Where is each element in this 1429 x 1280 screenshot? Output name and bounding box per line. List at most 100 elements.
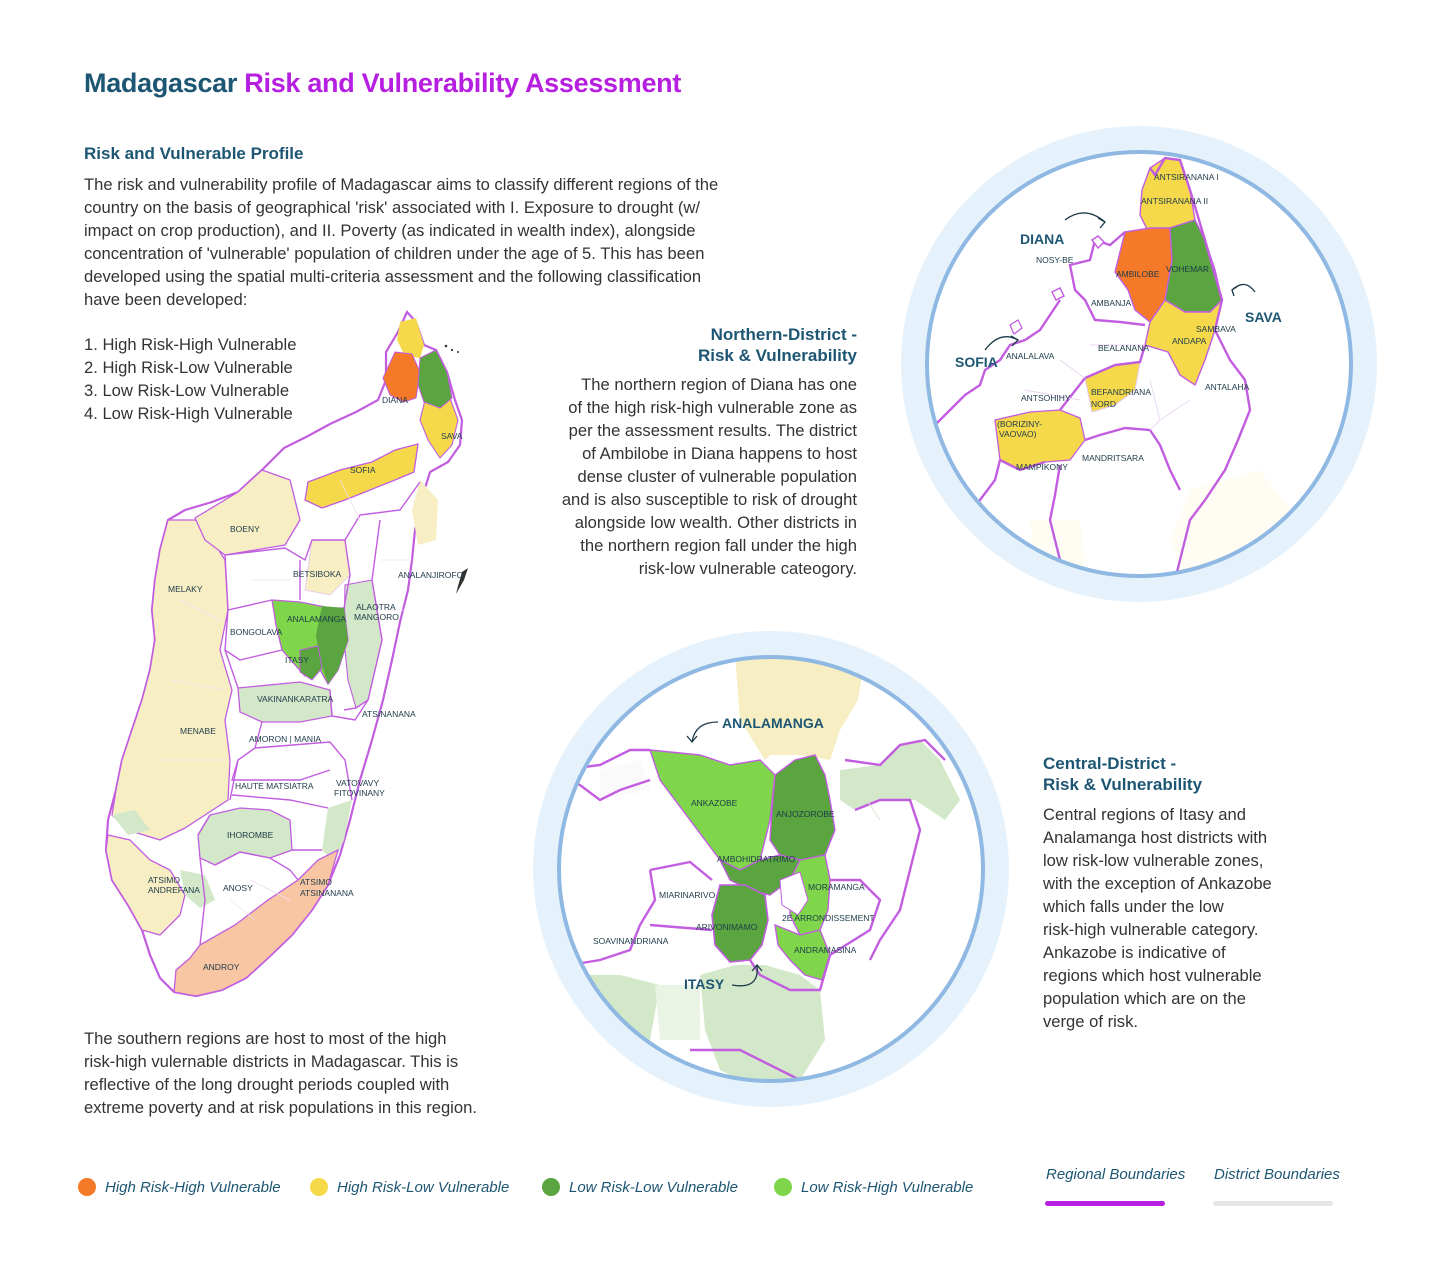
zone-pale-green-vakinankaratra (237, 681, 333, 723)
legend-district-label: District Boundaries (1214, 1166, 1340, 1183)
label-antsiranana-1: ANTSIRANANA I (1154, 172, 1219, 182)
label-mangoro: MANGORO (354, 612, 399, 622)
zone-pale-green-s-central (700, 965, 825, 1081)
southern-line: risk-high vulernable districts in Madaga… (84, 1052, 459, 1071)
northern-line: and is also susceptible to risk of droug… (561, 490, 857, 509)
northern-line: alongside low wealth. Other districts in (574, 513, 857, 532)
label-haute-matsiatra: HAUTE MATSIATRA (235, 781, 314, 791)
island-dot (444, 344, 448, 348)
zone-itasy (299, 645, 323, 681)
central-heading: Central-District - Risk & Vulnerability (1043, 753, 1202, 795)
northern-heading-line: Risk & Vulnerability (697, 346, 857, 365)
legend-regional-label: Regional Boundaries (1046, 1166, 1186, 1183)
list-item: 3. Low Risk-Low Vulnerable (84, 381, 290, 400)
profile-line: developed using the spatial multi-criter… (84, 267, 702, 286)
label-anjozorobe: ANJOZOROBE (776, 809, 835, 819)
southern-line: extreme poverty and at risk populations … (84, 1098, 477, 1117)
page-title: Madagascar Risk and Vulnerability Assess… (84, 68, 681, 99)
label-mandritsara: MANDRITSARA (1082, 453, 1144, 463)
label-androy: ANDROY (203, 962, 240, 972)
label-betsiboka: BETSIBOKA (293, 569, 342, 579)
zone-pale-green-southwest (180, 870, 215, 908)
northern-text: The northern region of Diana has one of … (500, 373, 857, 580)
label-andapa: ANDAPA (1172, 336, 1207, 346)
southern-line: The southern regions are host to most of… (84, 1029, 447, 1048)
profile-text: The risk and vulnerability profile of Ma… (84, 173, 824, 311)
label-antsohihy: ANTSOHIHY (1021, 393, 1071, 403)
legend-district-line (1213, 1201, 1333, 1206)
label-andramasina: ANDRAMASINA (794, 945, 857, 955)
central-district-boundaries (599, 759, 911, 1041)
list-item: 2. High Risk-Low Vulnerable (84, 358, 293, 377)
northern-line: per the assessment results. The district (568, 421, 857, 440)
label-diana: DIANA (382, 395, 408, 405)
profile-line: The risk and vulnerability profile of Ma… (84, 175, 719, 194)
northern-zoom-map: ANTSIRANANA I ANTSIRANANA II DIANA NOSY-… (901, 126, 1377, 602)
label-ambilobe: AMBILOBE (1116, 269, 1160, 279)
label-nosy-be: NOSY-BE (1036, 255, 1074, 265)
zone-pale-green-west (112, 810, 150, 835)
north-circle-border (925, 150, 1353, 578)
legend-regional-line (1045, 1201, 1165, 1206)
label-melaky: MELAKY (168, 584, 203, 594)
label-atsinanana: ATSINANANA (362, 709, 416, 719)
zone-ambilobe (382, 351, 421, 403)
label-mampikony: MAMPIKONY (1016, 462, 1068, 472)
label-bealanana: BEALANANA (1098, 343, 1149, 353)
central-arrows (686, 721, 763, 987)
label-moramanga: MORAMANGA (808, 882, 865, 892)
title-part-2: Risk and Vulnerability Assessment (244, 68, 682, 98)
profile-line: concentration of 'vulnerable' population… (84, 244, 705, 263)
label-itasy: ITASY (285, 655, 309, 665)
regional-boundaries (197, 481, 421, 946)
label-vakinankaratra: VAKINANKARATRA (257, 694, 334, 704)
central-line: which falls under the low (1043, 897, 1224, 916)
label-analanjirofo: ANALANJIROFO (398, 570, 464, 580)
central-zoom-map: ANALAMANGA ANKAZOBE ANJOZOROBE AMBOHIDRA… (533, 631, 1009, 1107)
label-befandriana: BEFANDRIANA (1091, 387, 1151, 397)
label-itasy-central: ITASY (684, 976, 725, 992)
southern-line: reflective of the long drought periods c… (84, 1075, 450, 1094)
label-amoron-mania: AMORON | MANIA (249, 734, 321, 744)
northern-line: of the high risk-high vulnerable zone as (568, 398, 857, 417)
zone-pale-yellow-boeny (194, 469, 301, 556)
label-vaovao: VAOVAO) (999, 429, 1037, 439)
label-ankazobe: ANKAZOBE (691, 798, 738, 808)
legend-dot-dark-green (542, 1178, 560, 1196)
label-bongolava: BONGOLAVA (230, 627, 282, 637)
label-fitovinany: FITOVINANY (334, 788, 385, 798)
zone-pale-yellow-east (412, 480, 438, 545)
central-circle-border (557, 655, 985, 1083)
zone-anjozorobe (769, 754, 836, 861)
zone-sava-north (1144, 297, 1224, 387)
label-ihorombe: IHOROMBE (227, 830, 274, 840)
legend-label: High Risk-High Vulnerable (105, 1178, 281, 1196)
label-antalaha: ANTALAHA (1205, 382, 1250, 392)
central-line: Ankazobe is indicative of (1043, 943, 1226, 962)
label-diana-north: DIANA (1020, 231, 1064, 247)
label-2e-arrondissement: 2E ARRONDISSEMENT (782, 913, 875, 923)
label-anosy: ANOSY (223, 883, 253, 893)
northern-line: dense cluster of vulnerable population (577, 467, 857, 486)
profile-heading: Risk and Vulnerable Profile (84, 144, 304, 163)
central-heading-line: Risk & Vulnerability (1043, 775, 1203, 794)
southern-text: The southern regions are host to most of… (84, 1027, 554, 1119)
label-boriziny: (BORIZINY- (997, 419, 1042, 429)
label-vohemar: VOHEMAR (1166, 264, 1209, 274)
central-line: Analamanga host districts with (1043, 828, 1268, 847)
zone-analamanga-dark (316, 606, 348, 684)
legend-low-high: Low Risk-High Vulnerable (774, 1176, 973, 1198)
island-dot (450, 348, 454, 352)
label-atsimo-andrefana-2: ANDREFANA (148, 885, 200, 895)
northern-line: The northern region of Diana has one (581, 375, 857, 394)
label-sava: SAVA (441, 431, 463, 441)
label-alaotra: ALAOTRA (356, 602, 396, 612)
maps-layer: DIANA SAVA SOFIA BOENY MELAKY BETSIBOKA … (104, 126, 1377, 1107)
northern-heading: Northern-District - Risk & Vulnerability (600, 324, 857, 366)
legend-low-low: Low Risk-Low Vulnerable (542, 1176, 738, 1198)
zone-pale-yellow-north-central (735, 657, 865, 760)
title-part-1: Madagascar (84, 68, 238, 98)
label-befandriana-nord: NORD (1091, 399, 1116, 409)
label-antsiranana-2: ANTSIRANANA II (1141, 196, 1208, 206)
label-atsimo-atsinanana-2: ATSINANANA (300, 888, 354, 898)
